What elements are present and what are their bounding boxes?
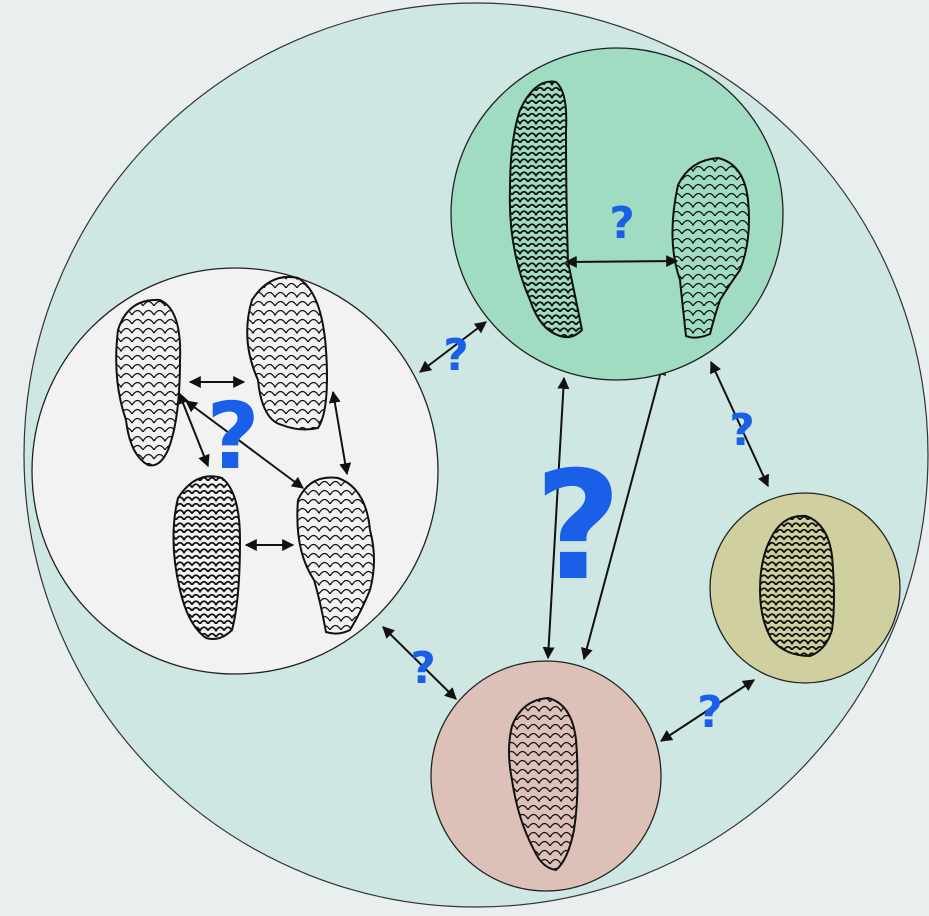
question-mark-white: ?	[206, 383, 259, 490]
question-mark-green: ?	[609, 198, 635, 249]
question-mark-green-olive: ?	[729, 405, 755, 456]
question-mark-white-green: ?	[443, 330, 469, 381]
group-olive	[710, 493, 900, 683]
group-green: ?	[451, 48, 783, 380]
question-mark-green-pink: ?	[534, 440, 621, 614]
question-mark-white-pink: ?	[410, 643, 436, 694]
cone-olive-1	[760, 516, 834, 656]
group-white: ?	[32, 268, 438, 674]
group-pink	[431, 661, 661, 891]
question-mark-pink-olive: ?	[697, 687, 723, 738]
